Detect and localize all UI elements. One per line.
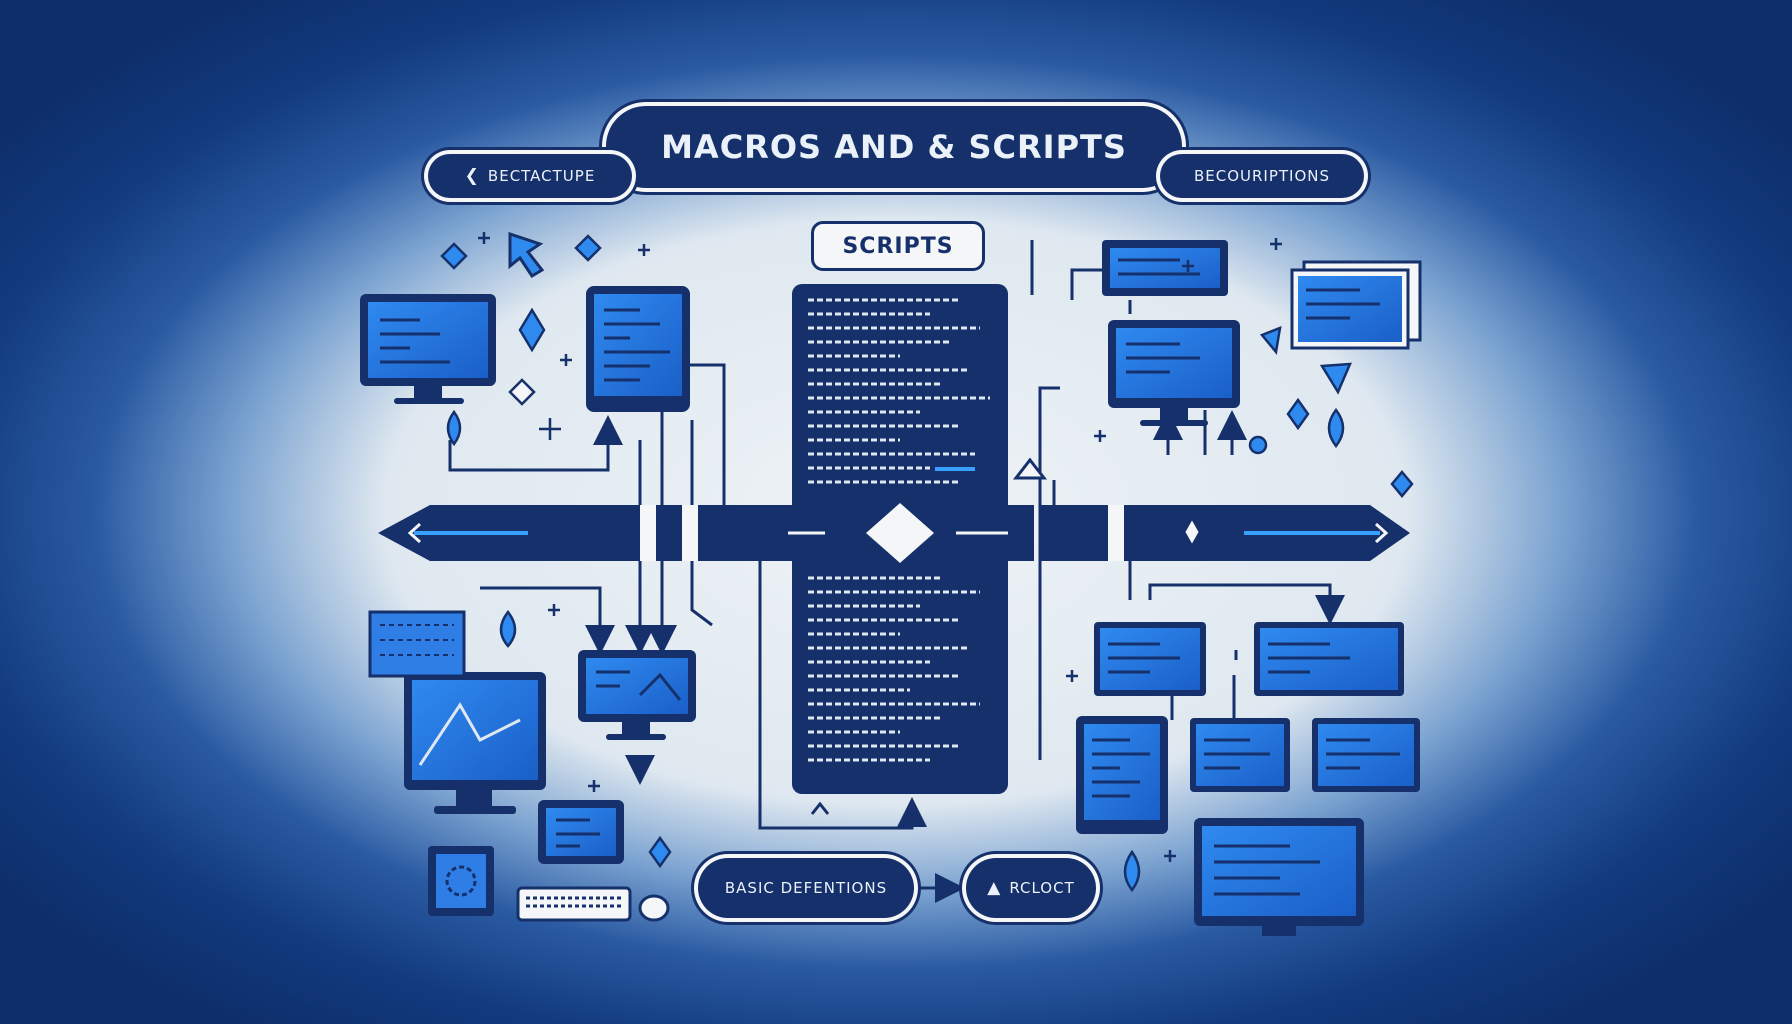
diamond-icon	[518, 307, 546, 353]
sparkle-icon	[1182, 515, 1202, 549]
page-title: MACROS AND & SCRIPTS	[606, 106, 1182, 188]
grid-panel-icon	[368, 610, 466, 678]
diamond-icon	[574, 234, 602, 262]
diamond-icon	[648, 835, 672, 869]
plus-icon	[588, 780, 600, 792]
droplet-icon	[1327, 407, 1345, 449]
center-diamond-icon	[866, 503, 934, 563]
plus-icon	[548, 604, 560, 616]
keyboard-icon	[516, 886, 632, 922]
monitor-icon	[360, 294, 496, 404]
top-window-icon	[1102, 240, 1228, 296]
small-monitor-icon	[578, 650, 696, 740]
right-window-a-icon	[1094, 622, 1206, 696]
mouse-icon	[638, 894, 670, 922]
basic-definitions-pill: BASIC DEFENTIONS	[698, 858, 914, 918]
cursor-arrow-icon	[508, 231, 545, 279]
rcloct-pill: ▲ RCLOCT	[966, 858, 1096, 918]
right-tag: BECOURIPTIONS	[1160, 154, 1364, 198]
right-tablet-icon	[1076, 716, 1168, 834]
chevron-left-icon: ❮	[464, 166, 480, 186]
diamond-icon	[1390, 470, 1414, 498]
plus-icon	[1066, 670, 1078, 682]
bottom-right-monitor-icon	[1194, 818, 1364, 936]
triangle-icon	[1012, 457, 1048, 480]
right-monitor-icon	[1108, 320, 1240, 426]
droplet-icon	[1123, 849, 1141, 893]
rcloct-label: RCLOCT	[1009, 879, 1075, 897]
code-window-icon	[538, 800, 624, 864]
caret-icon: ▲	[987, 878, 1002, 898]
droplet-icon	[446, 409, 462, 447]
tablet-icon	[586, 286, 690, 412]
diamond-icon	[508, 378, 536, 406]
droplet-icon	[499, 609, 517, 648]
left-tag-label: BECTACTUPE	[487, 167, 596, 185]
plus-icon	[638, 244, 650, 256]
right-window-d-icon	[1312, 718, 1420, 792]
scripts-label: SCRIPTS	[811, 221, 985, 271]
chart-monitor-icon	[404, 672, 546, 814]
target-tablet-icon	[428, 846, 494, 916]
central-script-panel	[766, 284, 1034, 794]
diamond-icon	[440, 242, 468, 270]
left-tag: ❮ BECTACTUPE	[428, 154, 632, 198]
plus-icon	[1182, 260, 1194, 272]
right-window-c-icon	[1190, 718, 1290, 792]
droplet-icon	[1319, 362, 1352, 395]
dot-icon	[1248, 435, 1268, 455]
sparkle-icon	[1259, 326, 1282, 355]
plus-icon	[539, 418, 561, 440]
right-window-b-icon	[1254, 622, 1404, 696]
plus-icon	[1094, 430, 1106, 442]
plus-icon	[560, 354, 572, 366]
plus-icon	[1164, 850, 1176, 862]
right-tag-label: BECOURIPTIONS	[1193, 167, 1331, 185]
plus-icon	[478, 232, 490, 244]
plus-icon	[1270, 238, 1282, 250]
stacked-windows-icon	[1290, 260, 1422, 350]
diamond-icon	[1286, 397, 1310, 431]
